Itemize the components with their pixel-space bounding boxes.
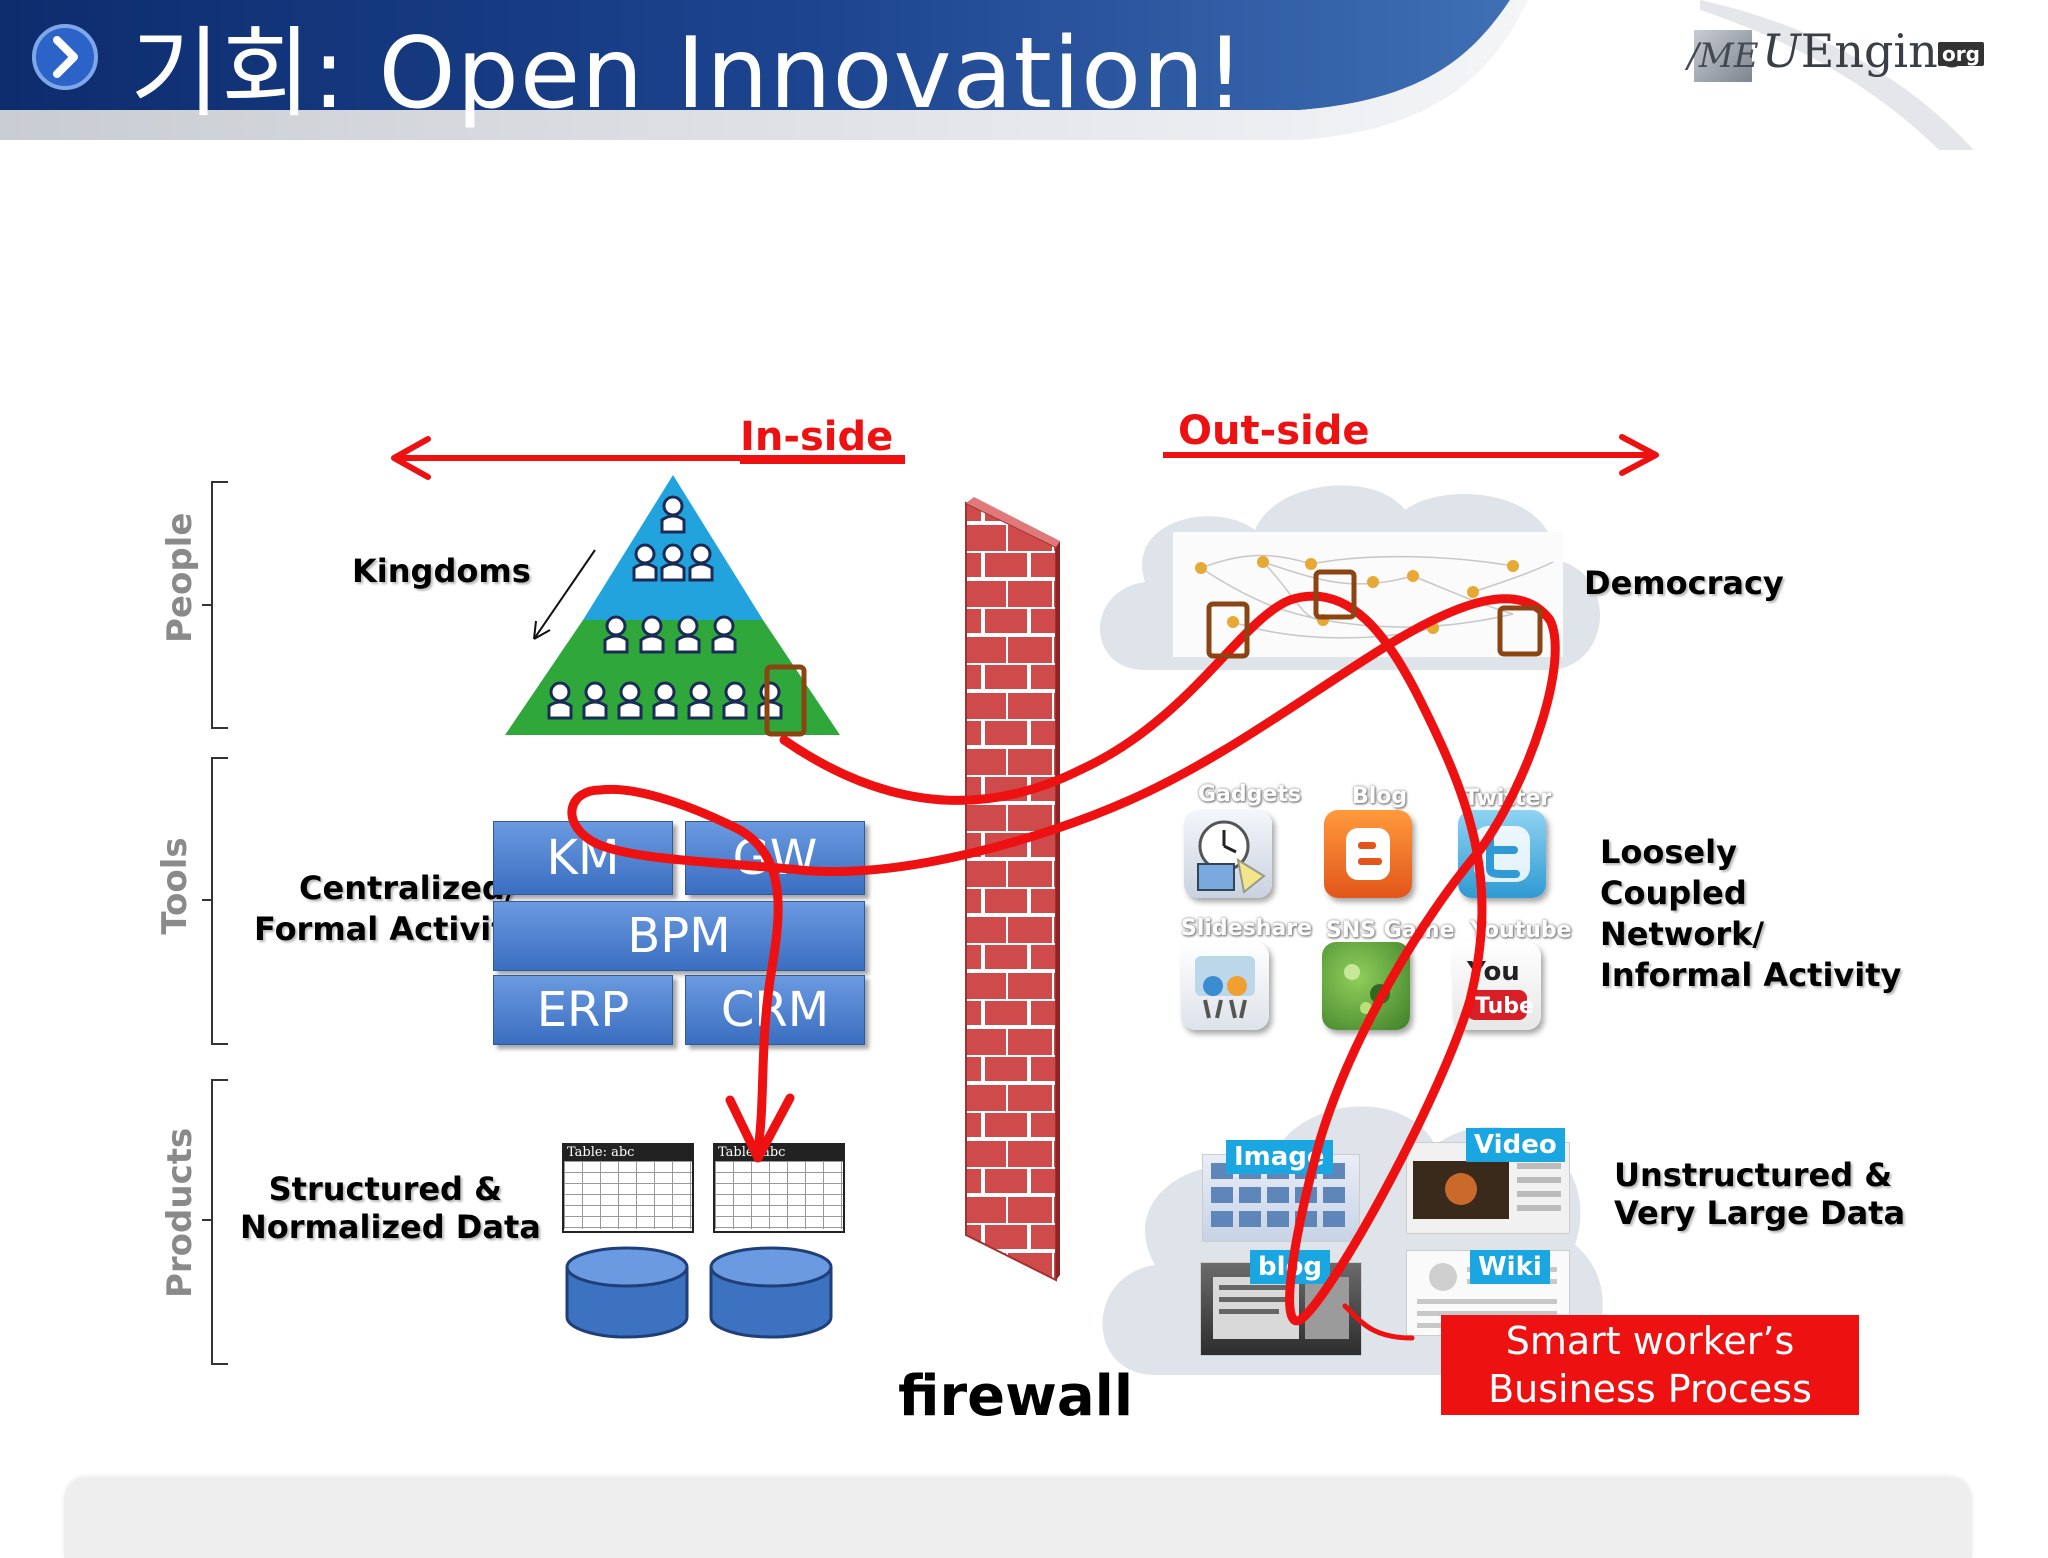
media-label-blog: blog (1250, 1250, 1330, 1284)
svg-text:You: You (1466, 957, 1520, 987)
media-label-video: Video (1466, 1128, 1565, 1162)
person-icon (547, 681, 573, 720)
person-icon (632, 543, 658, 582)
table-icon-2: Table: abc (713, 1143, 845, 1233)
app-label-blog: Blog (1352, 784, 1408, 809)
section-label-products: Products (160, 1127, 200, 1298)
database-icon-2 (709, 1246, 833, 1339)
person-icon (688, 543, 714, 582)
smart-worker-callout: Smart worker’s Business Process (1441, 1315, 1859, 1415)
firewall-label: firewall (898, 1364, 1134, 1429)
label-loosely-coupled: Loosely Coupled Network/ Informal Activi… (1600, 833, 1902, 994)
label-democracy: Democracy (1584, 564, 1784, 602)
person-icon (660, 543, 686, 582)
label-unstructured: Unstructured & Very Large Data (1614, 1156, 1906, 1232)
heading-inside: In-side (740, 414, 894, 460)
tool-bpm: BPM (493, 901, 865, 971)
page-title: 기회: Open Innovation! (130, 17, 1246, 131)
media-label-image: Image (1226, 1140, 1333, 1174)
tool-km: KM (493, 821, 673, 895)
heading-outside: Out-side (1178, 408, 1370, 454)
label-centralized: Centralized/ Formal Activity (254, 869, 528, 948)
logo-mark: /ME (1687, 30, 1759, 82)
sns-game-icon (1322, 942, 1410, 1030)
social-network-graph (1173, 532, 1563, 657)
label-structured: Structured & Normalized Data (240, 1170, 541, 1246)
section-label-tools: Tools (155, 837, 195, 935)
svg-text:Tube: Tube (1475, 994, 1534, 1019)
label-kingdoms: Kingdoms (352, 552, 531, 590)
header-banner (0, 0, 1974, 150)
direction-arrows (391, 434, 1659, 480)
app-label-youtube: Youtube (1470, 918, 1572, 943)
section-label-people: People (160, 512, 200, 643)
header-chevron-icon (32, 24, 98, 90)
tool-crm: CRM (685, 975, 865, 1045)
person-icon (660, 495, 686, 534)
logo-name: UEngine (1762, 24, 1965, 78)
app-label-slideshare: Slideshare (1181, 916, 1312, 941)
kingdoms-arrow (533, 549, 596, 640)
gadgets-icon (1184, 810, 1272, 898)
hierarchy-pyramid (505, 475, 840, 735)
media-label-wiki: Wiki (1470, 1250, 1550, 1284)
table-icon-1: Table: abc (562, 1143, 694, 1233)
blog-icon (1324, 810, 1412, 898)
footer-panel (64, 1478, 1972, 1558)
app-label-sns-game: SNS Game (1326, 918, 1455, 943)
database-icon-1 (565, 1246, 689, 1339)
app-label-twitter: Twitter (1464, 786, 1552, 811)
slideshare-icon (1181, 942, 1269, 1030)
logo-org-badge: org (1938, 42, 1984, 66)
tool-gw: GW (685, 821, 865, 895)
tool-erp: ERP (493, 975, 673, 1045)
twitter-icon (1458, 810, 1546, 898)
firewall-wall (965, 497, 1060, 1282)
app-label-gadgets: Gadgets (1198, 782, 1301, 807)
section-brackets (202, 481, 228, 1365)
